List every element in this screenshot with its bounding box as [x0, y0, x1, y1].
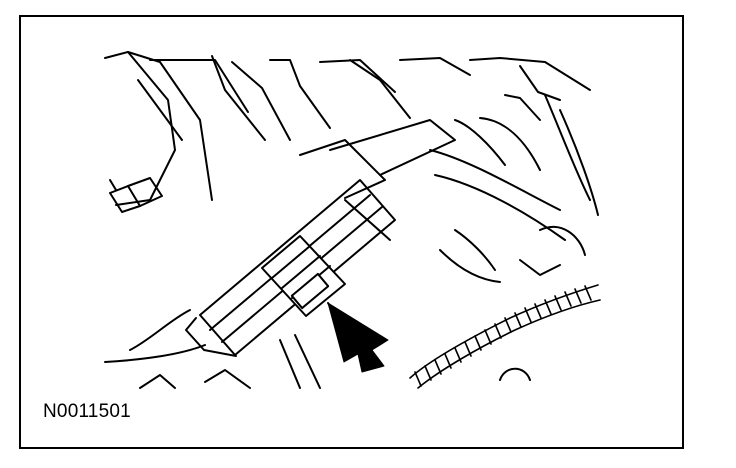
figure-reference-code: N0011501	[43, 401, 131, 422]
housing-outline	[104, 51, 591, 206]
electrical-connector	[104, 119, 456, 363]
coiled-loom	[409, 284, 601, 389]
arrow-icon	[327, 302, 389, 373]
stud-bolt	[109, 177, 163, 213]
lower-components	[139, 225, 586, 389]
tube-assembly	[429, 94, 599, 241]
